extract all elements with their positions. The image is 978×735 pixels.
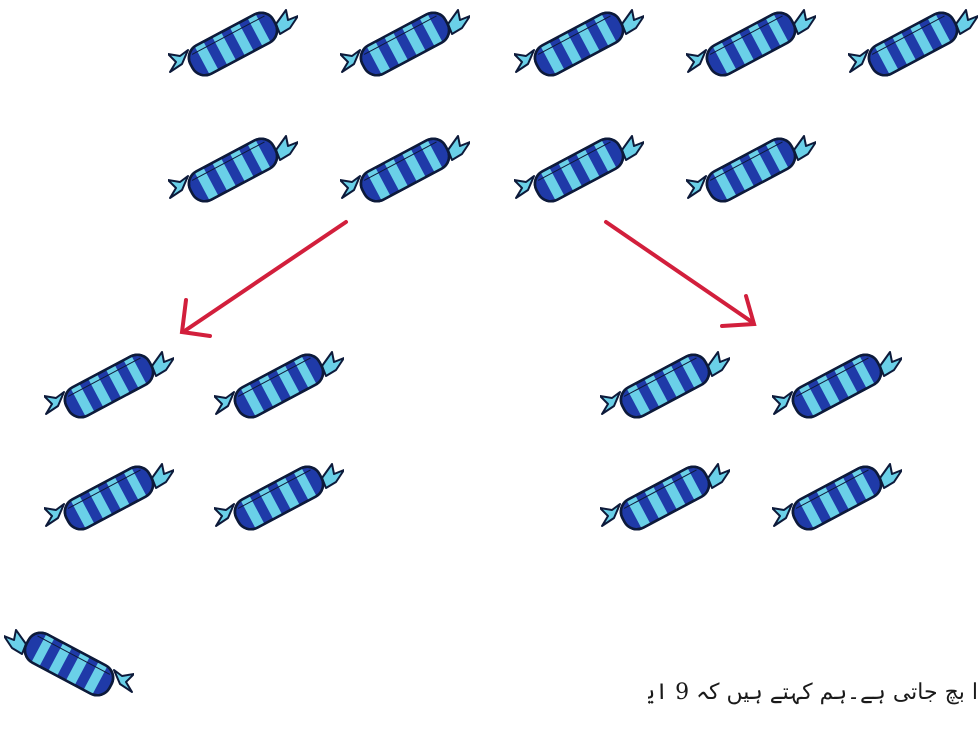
candy-icon (44, 456, 174, 540)
candy-icon (214, 456, 344, 540)
candy-icon (600, 344, 730, 428)
candy-icon (600, 456, 730, 540)
candy-icon (772, 344, 902, 428)
candy-icon (772, 456, 902, 540)
candy-icon (44, 344, 174, 428)
arrow-right (606, 222, 754, 326)
arrow-left (182, 222, 346, 336)
caption-text: ا بچ جاتی ہے۔ہم کہتے ہیں کہ 9 ایک طاق عد… (648, 680, 978, 705)
candy-icon (214, 344, 344, 428)
leftover-candy-icon (4, 622, 134, 706)
